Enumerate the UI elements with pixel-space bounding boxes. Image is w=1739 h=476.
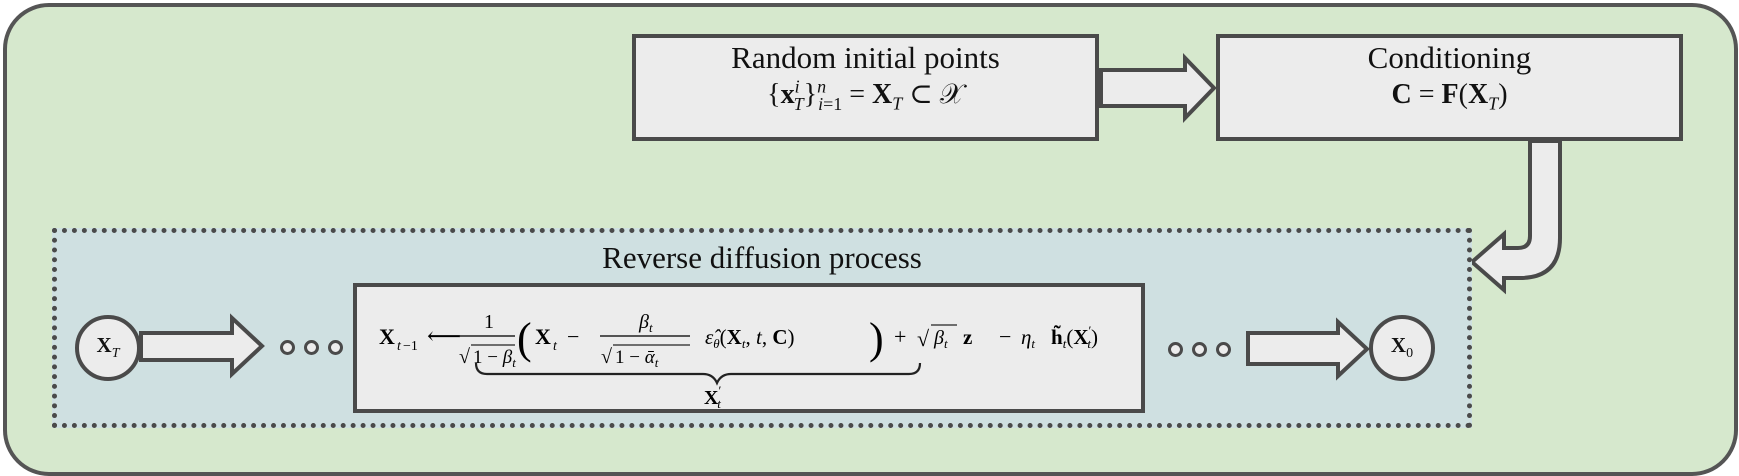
svg-text:ε̂θ(Xt, t, C): ε̂θ(Xt, t, C) (705, 325, 794, 351)
svg-text:βt: βt (933, 327, 948, 351)
svg-text:t: t (397, 339, 402, 354)
svg-text:1 − ᾱt: 1 − ᾱt (615, 347, 659, 370)
svg-text:(: ( (517, 314, 532, 363)
arrow-xt-forward (139, 313, 265, 379)
svg-text:⟵: ⟵ (427, 324, 461, 350)
conditioning-box: Conditioning C = F(XT) (1216, 34, 1683, 141)
ellipsis-dot (280, 340, 295, 355)
ellipsis-dot (1192, 342, 1207, 357)
svg-text:t: t (553, 339, 558, 354)
svg-text:+: + (894, 324, 906, 349)
svg-text:X′t: X′t (704, 383, 721, 409)
svg-text:1: 1 (484, 311, 494, 333)
arrow-to-x0 (1246, 317, 1370, 381)
svg-text:ηt: ηt (1021, 325, 1035, 351)
svg-text:1 − βt: 1 − βt (473, 347, 516, 370)
ellipsis-dot (304, 340, 319, 355)
svg-text:√: √ (917, 326, 930, 351)
arrow-to-conditioning (1099, 53, 1217, 123)
ellipsis-dot (328, 340, 343, 355)
node-x-t-label: XT (96, 333, 120, 362)
reverse-diffusion-title: Reverse diffusion process (602, 240, 922, 275)
svg-text:−: − (567, 324, 579, 349)
svg-text:√: √ (601, 346, 612, 368)
svg-text:−1: −1 (403, 339, 418, 354)
svg-text:−: − (999, 324, 1011, 349)
node-x-0: X0 (1369, 315, 1435, 381)
arrow-to-reverse (1468, 139, 1562, 295)
random-points-box: Random initial points {xiT}ni=1 = XT ⊂ 𝒳 (632, 34, 1099, 141)
svg-text:X: X (379, 324, 395, 349)
update-equation: X t −1 ⟵ 1 √ 1 − βt ( X t − βt √ 1 − ᾱt … (379, 311, 1098, 409)
svg-text:βt: βt (638, 311, 653, 335)
ellipsis-dot (1168, 342, 1183, 357)
svg-text:): ) (869, 314, 884, 363)
svg-text:X: X (535, 324, 551, 349)
random-points-formula: {xiT}ni=1 = XT ⊂ 𝒳 (767, 76, 964, 114)
node-x-t: XT (75, 315, 141, 381)
conditioning-formula: C = F(XT) (1391, 79, 1508, 114)
ellipsis-dot (1216, 342, 1231, 357)
ellipsis-left (280, 340, 343, 356)
svg-text:z: z (963, 325, 972, 349)
ellipsis-right (1168, 342, 1231, 358)
node-x-0-label: X0 (1390, 333, 1414, 362)
random-points-title: Random initial points (731, 40, 1000, 75)
conditioning-title: Conditioning (1367, 40, 1532, 75)
svg-text:√: √ (459, 346, 470, 368)
update-equation-box: X t −1 ⟵ 1 √ 1 − βt ( X t − βt √ 1 − ᾱt … (353, 283, 1145, 413)
svg-text:h̃t(X′t): h̃t(X′t) (1051, 323, 1098, 351)
